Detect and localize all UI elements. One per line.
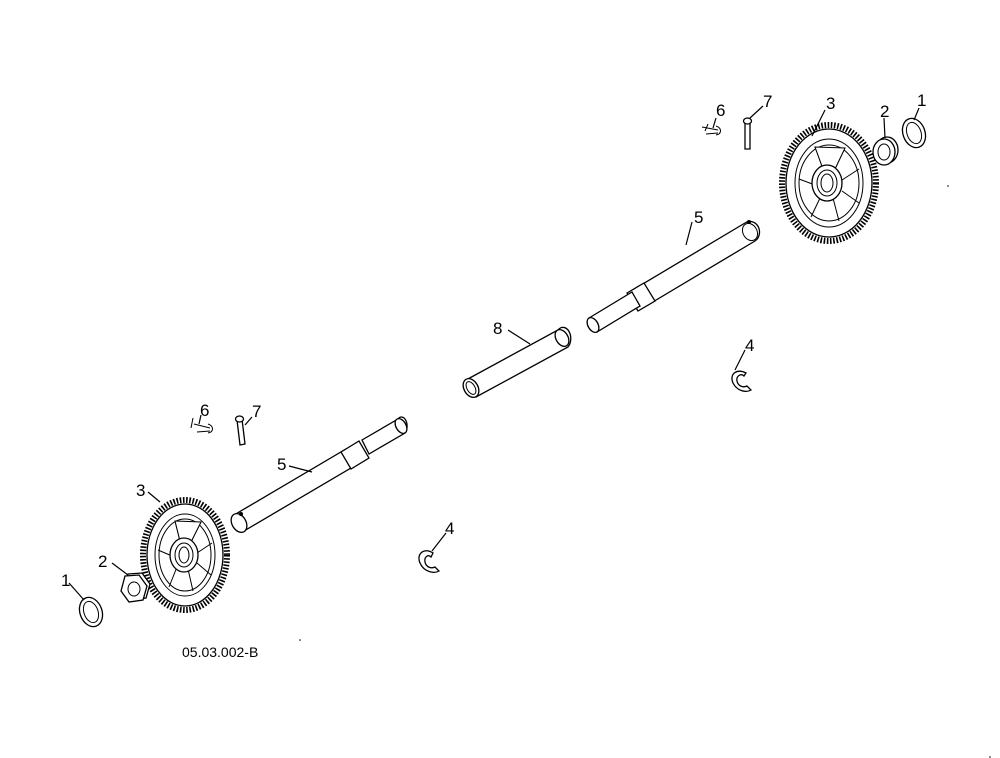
- callout-bushing-right: 2: [880, 102, 889, 121]
- washer-left: [78, 596, 104, 628]
- leader-lines: [68, 105, 920, 601]
- bushing-left: [120, 572, 151, 603]
- callout-bushing-left: 2: [98, 552, 107, 571]
- pin-left: [234, 415, 246, 446]
- callout-shaft-left: 5: [277, 455, 286, 474]
- callout-pin-left: 7: [252, 402, 261, 421]
- bushing-right: [872, 136, 899, 166]
- callout-tube-center: 8: [493, 319, 502, 338]
- shaft-right: [586, 220, 761, 334]
- callout-gear-left: 3: [136, 481, 145, 500]
- callout-washer-right: 1: [917, 91, 926, 110]
- callout-washer-left: 1: [61, 571, 70, 590]
- callout-shaft-right: 5: [694, 208, 703, 227]
- callout-gear-right: 3: [826, 94, 835, 113]
- callout-eclip-right: 4: [745, 336, 754, 355]
- shaft-left: [230, 416, 408, 533]
- gear-right: [779, 122, 879, 244]
- callout-eclip-left: 4: [445, 519, 454, 538]
- cotter-left: [190, 417, 213, 434]
- eclip-left: [418, 550, 441, 573]
- callout-labels: 1 2 3 7 6 5 8 4 5 7 6 3 2 1 4: [61, 91, 926, 590]
- pin-right: [742, 117, 753, 150]
- callout-cotter-right: 6: [716, 101, 725, 120]
- callout-cotter-left: 6: [200, 401, 209, 420]
- cotter-right: [701, 123, 721, 136]
- tube-center: [462, 326, 572, 398]
- gear-left: [140, 497, 230, 613]
- eclip-right: [731, 370, 753, 392]
- drawing-code: 05.03.002-B: [182, 644, 258, 660]
- scan-specks: [299, 185, 991, 758]
- washer-right: [901, 117, 927, 149]
- callout-pin-right: 7: [763, 92, 772, 111]
